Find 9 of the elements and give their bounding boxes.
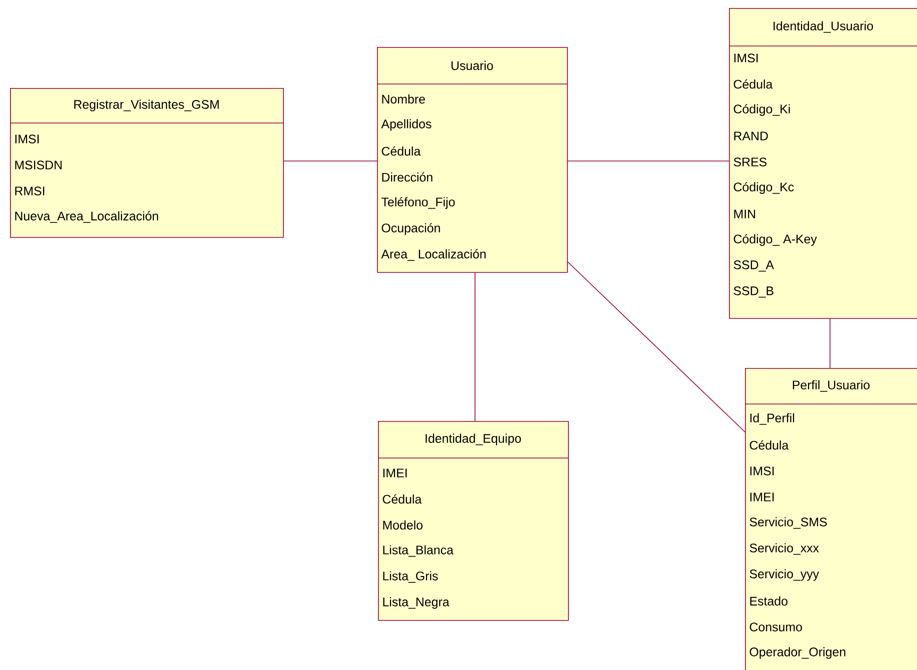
association-line [567,262,746,432]
class-box: Registrar_Visitantes_GSM IMSI MSISDN RMSI Nueva_Area_Localización [10,88,284,238]
association-line [474,272,476,422]
class-box: Usuario Nombre Apellidos Cédula Dirección Teléfono_Fijo Ocupación Area_ Localización [376,47,568,273]
association-line [283,160,378,162]
class-box: Perfil_Usuario Id_Perfil Cédula IMSI IMEI Servicio_SMS Servicio_xxx Servicio_yyy Estado Consumo Operador_Origen [744,368,917,670]
association-line [567,160,730,162]
class-box: Identidad_Equipo IMEI Cédula Modelo Lista_Blanca Lista_Gris Lista_Negra [378,421,569,621]
class-box: Identidad_Usuario IMSI Cédula Código_Ki RAND SRES Código_Kc MIN Código_ A-Key SSD_A SSD_B [728,8,917,319]
